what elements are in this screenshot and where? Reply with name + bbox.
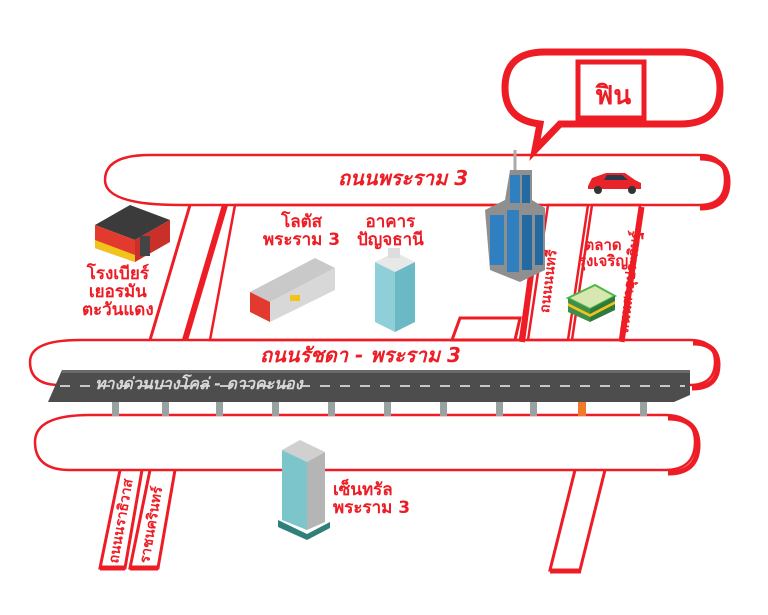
place-label-line: โลตัส [281, 212, 323, 232]
place-label-line: อาคาร [365, 212, 416, 232]
office-tower-icon [375, 248, 415, 332]
road-label-rama3: ถนนพระราม 3 [338, 166, 469, 190]
pinn-bubble [501, 48, 724, 161]
brewery-building-icon [95, 205, 170, 262]
place-label-brewery: โรงเบียร์ เยอรมัน ตะวันแดง [82, 264, 154, 320]
place-label-line: พระราม 3 [263, 229, 341, 250]
road-label-expressway: ทางด่วนบางโคล่ - ดาวคะนอง [95, 374, 303, 393]
place-label-line: ตะวันแดง [82, 299, 154, 320]
lotus-mall-icon [250, 258, 335, 322]
road-rama3 [103, 153, 731, 211]
central-mall-tower-icon [278, 440, 330, 540]
place-label-market: ตลาด รุ่งเจริญ [578, 236, 629, 270]
pinn-logo-text: ฟิน [594, 81, 632, 111]
place-label-central: เซ็นทรัล พระราม 3 [333, 480, 411, 518]
place-label-line: ปัญจธานี [357, 229, 424, 250]
market-building-icon [565, 283, 618, 322]
place-label-line: เยอรมัน [88, 281, 147, 302]
place-label-line: พระราม 3 [333, 497, 411, 518]
place-label-lotus: โลตัส พระราม 3 [263, 212, 341, 250]
place-label-line: ตลาด [584, 236, 622, 254]
place-label-line: รุ่งเจริญ [578, 251, 629, 270]
expressway [48, 370, 690, 416]
pinn-tower-icon [485, 150, 545, 282]
pinn-logo-icon [575, 59, 647, 121]
place-label-line: เซ็นทรัล [333, 480, 393, 500]
place-label-panjathani: อาคาร ปัญจธานี [357, 212, 424, 250]
car-icon [588, 173, 641, 194]
place-label-line: โรงเบียร์ [86, 264, 149, 284]
road-label-ratchada-rama3: ถนนรัชดา - พระราม 3 [260, 343, 461, 367]
